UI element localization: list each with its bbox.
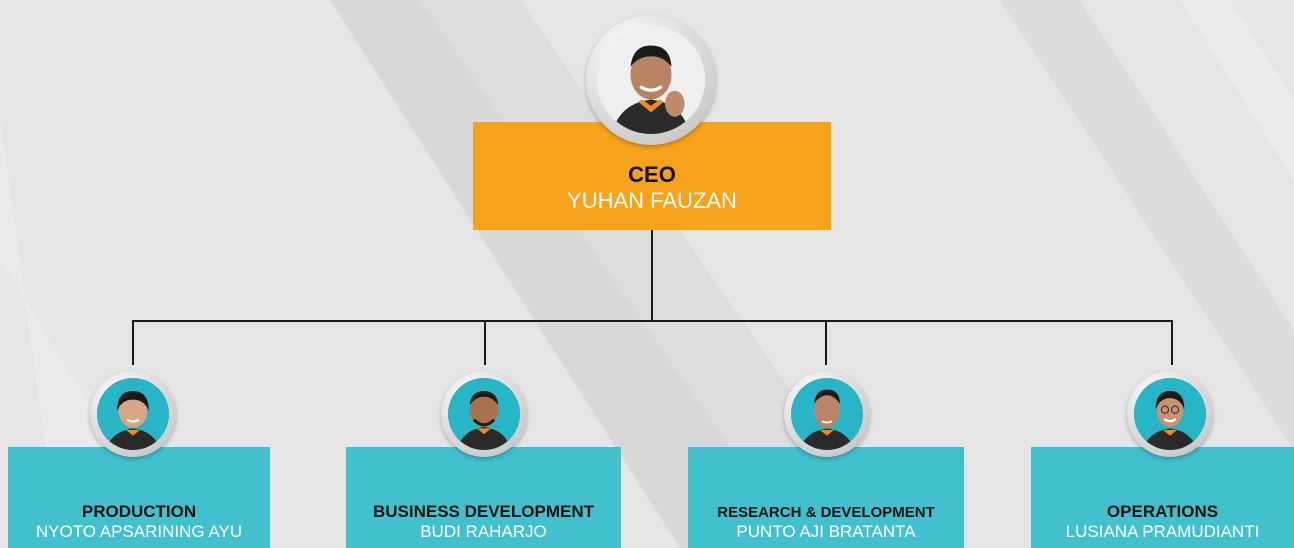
person-photo-icon (1134, 378, 1206, 450)
department-role: OPERATIONS (1106, 502, 1219, 522)
person-photo-icon (97, 378, 169, 450)
department-card-business-development: BUSINESS DEVELOPMENT BUDI RAHARJO (346, 447, 621, 548)
connector-business-development (484, 320, 486, 365)
person-photo-icon (448, 378, 520, 450)
department-card-production: PRODUCTION NYOTO APSARINING AYU (8, 447, 270, 548)
department-person-name: NYOTO APSARINING AYU (35, 521, 243, 541)
ceo-role: CEO (628, 162, 676, 188)
connector-research-development (825, 320, 827, 365)
avatar-production (90, 371, 176, 457)
department-role: RESEARCH & DEVELOPMENT (717, 504, 935, 522)
department-card-research-development: RESEARCH & DEVELOPMENT PUNTO AJI BRATANT… (688, 447, 964, 548)
connector-operations (1171, 320, 1173, 365)
person-photo-icon (791, 378, 863, 450)
department-person-name: PUNTO AJI BRATANTA (736, 521, 916, 541)
ceo-avatar (586, 15, 716, 145)
avatar-business-development (441, 371, 527, 457)
person-photo-icon (597, 26, 705, 134)
ceo-name: YUHAN FAUZAN (567, 187, 737, 213)
department-person-name: LUSIANA PRAMUDIANTI (1065, 521, 1260, 541)
connector-horizontal (132, 320, 1173, 322)
department-role: BUSINESS DEVELOPMENT (372, 502, 595, 522)
avatar-research-development (784, 371, 870, 457)
department-person-name: BUDI RAHARJO (420, 521, 547, 541)
connector-production (132, 320, 134, 365)
department-card-operations: OPERATIONS LUSIANA PRAMUDIANTI (1031, 447, 1294, 548)
department-role: PRODUCTION (81, 502, 197, 522)
connector-ceo-down (651, 230, 653, 321)
avatar-operations (1127, 371, 1213, 457)
